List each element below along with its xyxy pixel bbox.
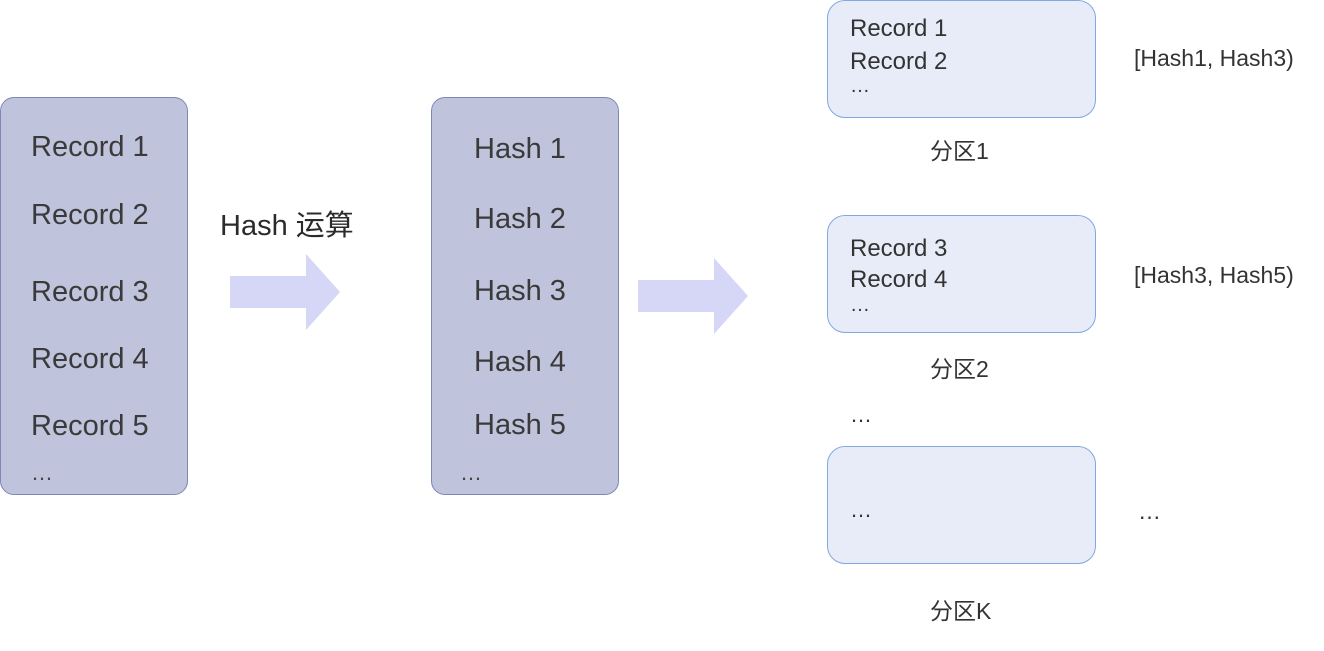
record-item: Record 1: [31, 131, 149, 163]
hash-item: Hash 5: [474, 409, 566, 441]
partition-record: Record 4: [850, 266, 948, 293]
record-item: Record 3: [31, 276, 149, 308]
records-column: Record 1 Record 2 Record 3 Record 4 Reco…: [0, 97, 188, 495]
hash-item: Hash 3: [474, 275, 566, 307]
hash-op-label: Hash 运算: [220, 210, 354, 242]
partition-hash-range: …: [1138, 498, 1161, 524]
hash-item: Hash 1: [474, 133, 566, 165]
partition-label: 分区K: [930, 598, 992, 624]
records-ellipsis: …: [31, 460, 53, 485]
arrow-right-icon: [638, 258, 748, 334]
partition-record: Record 1: [850, 15, 948, 42]
record-item: Record 4: [31, 343, 149, 375]
partition-box: Record 1 Record 2 …: [827, 0, 1096, 118]
partition-record: Record 3: [850, 235, 948, 262]
partitions-ellipsis: …: [850, 402, 872, 427]
hash-item: Hash 2: [474, 203, 566, 235]
partition-label: 分区1: [930, 138, 989, 164]
hashes-ellipsis: …: [460, 460, 482, 485]
partition-hash-range: [Hash3, Hash5): [1134, 262, 1294, 288]
partition-box: Record 3 Record 4 …: [827, 215, 1096, 333]
hashes-column: Hash 1 Hash 2 Hash 3 Hash 4 Hash 5 …: [431, 97, 619, 495]
partition-hash-range: [Hash1, Hash3): [1134, 45, 1294, 71]
partition-ellipsis: …: [850, 497, 872, 522]
partition-record: Record 2: [850, 48, 948, 75]
partition-ellipsis: …: [850, 294, 870, 316]
record-item: Record 5: [31, 410, 149, 442]
hash-item: Hash 4: [474, 346, 566, 378]
partition-ellipsis: …: [850, 75, 870, 97]
partition-box: …: [827, 446, 1096, 564]
record-item: Record 2: [31, 199, 149, 231]
partition-label: 分区2: [930, 356, 989, 382]
arrow-right-icon: [230, 254, 340, 330]
